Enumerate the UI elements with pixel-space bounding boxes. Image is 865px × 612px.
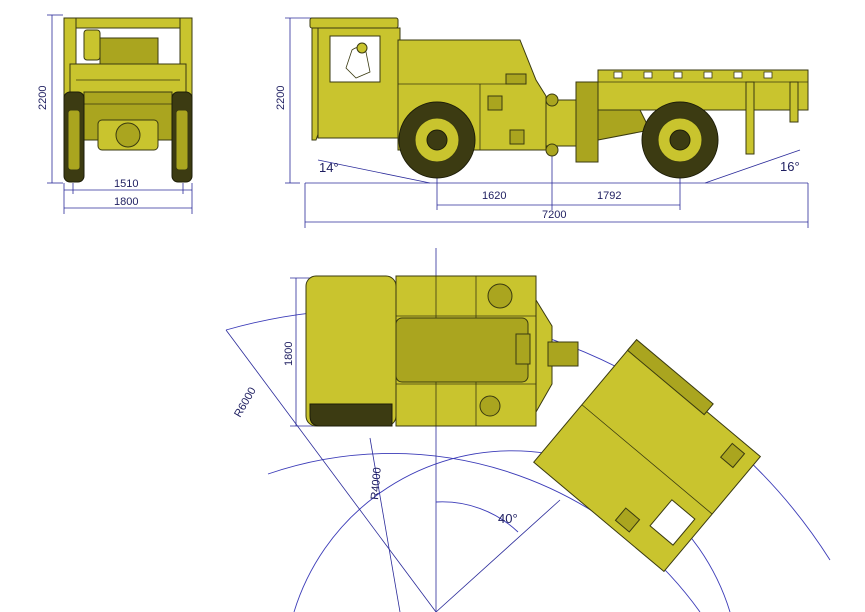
turning-angle-label: 40° bbox=[498, 511, 518, 526]
side-view bbox=[285, 17, 809, 228]
overall-length-label: 7200 bbox=[542, 209, 566, 221]
front-axle-to-joint-label: 1620 bbox=[482, 190, 506, 202]
top-width-label: 1800 bbox=[283, 342, 295, 366]
top-view bbox=[225, 248, 831, 612]
side-height-label: 2200 bbox=[275, 86, 287, 110]
front-height-label: 2200 bbox=[37, 86, 49, 110]
approach-angle-label: 14° bbox=[319, 160, 339, 175]
joint-to-rear-axle-label: 1792 bbox=[597, 190, 621, 202]
front-overall-width-label: 1800 bbox=[114, 196, 138, 208]
front-track-width-label: 1510 bbox=[114, 178, 138, 190]
departure-angle-label: 16° bbox=[780, 159, 800, 174]
front-view bbox=[47, 14, 193, 214]
outer-radius-label: R6000 bbox=[232, 385, 259, 419]
inner-radius-label: R4000 bbox=[369, 467, 384, 500]
